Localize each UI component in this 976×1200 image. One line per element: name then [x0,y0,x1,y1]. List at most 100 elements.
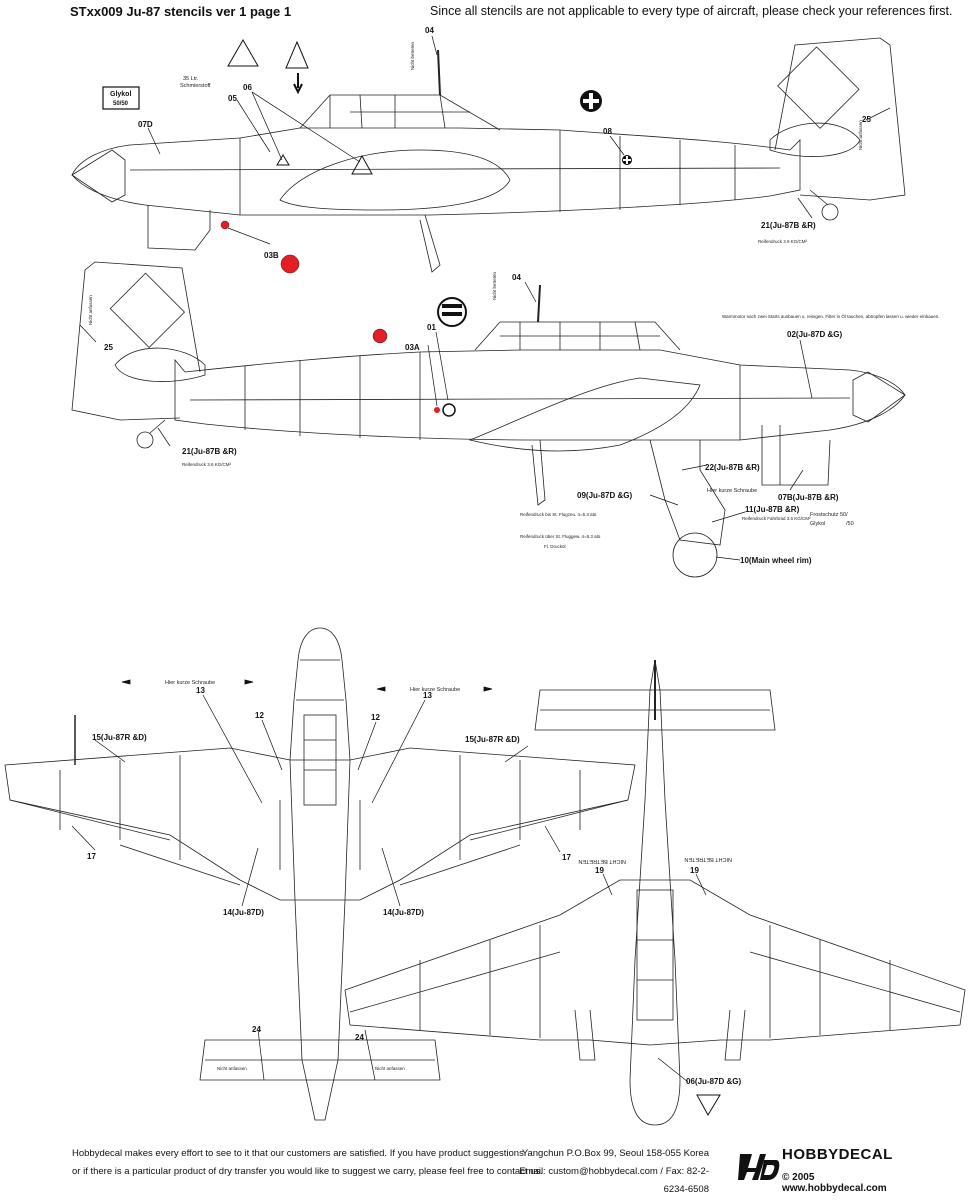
schmierstoff-text-1: 35 Ltr. [183,76,199,82]
label-21-top: 21(Ju-87B &R) [761,221,816,230]
fuel-filler-caps [372,297,467,417]
label-09: 09(Ju-87D &G) [577,491,632,500]
label-08: 08 [603,127,612,136]
hobbydecal-logo: HOBBYDECAL © 2005 www.hobbydecal.com [736,1146,906,1194]
side-view-top [71,37,906,273]
stabilizer [769,122,861,157]
label-12-left: 12 [255,711,264,720]
nicht-anfassen-bottom: Nicht anfassen [88,295,93,325]
label-24-left: 24 [252,1025,261,1034]
side-view-bottom [71,261,906,578]
label-06-top: 06 [243,83,252,92]
brand-copyright: © 2005 www.hobbydecal.com [782,1172,887,1194]
label-15-right: 15(Ju-87R &D) [465,735,520,744]
spinner-2 [852,371,906,423]
glykol-text-2: 50/50 [113,101,129,107]
warning-triangles [227,38,373,175]
warm-note: Warmmotor nach zwei Starts ausbauen u. r… [722,313,939,319]
label-07d: 07D [138,120,153,129]
label-05-top: 05 [228,94,237,103]
antenna-mast [437,49,441,96]
antenna-mast-2 [537,284,541,323]
nicht-anfassen-tail-r: Nicht anfassen [375,1066,405,1071]
footer-contact-note: Hobbydecal makes every effort to see to … [72,1145,543,1181]
nicht-anfassen-top: Nicht anfassen [858,120,863,150]
tail-fin-2 [71,261,201,421]
footer-line-1: Hobbydecal makes every effort to see to … [72,1148,524,1159]
fuselage-bottom [629,659,681,1126]
label-14-right: 14(Ju-87D) [383,908,424,917]
label-04-bottom: 04 [512,273,521,282]
spinner [71,149,126,203]
wing-underside [344,879,966,1046]
hier-kurze-arrows-top [121,679,493,692]
footer-email-fax: Email: custom@hobbydecal.com / Fax: 82-2… [519,1166,709,1195]
chin-radiator-2 [761,425,831,486]
label-13-left: 13 [196,686,205,695]
brand-name: HOBBYDECAL [782,1146,893,1163]
label-25-top: 25 [862,115,871,124]
hier-kurze-top-2: Hier kurze Schraube [410,687,460,693]
label-03b: 03B [264,251,279,260]
chin-radiator [147,205,211,251]
label-19-right: 19 [690,866,699,875]
footer-address: Yangchun P.O.Box 99, Seoul 158-055 Korea… [497,1145,709,1199]
callouts-side-top [147,35,891,245]
canopy-2 [474,321,681,351]
label-24-right: 24 [355,1033,364,1042]
callouts-side-bottom [79,281,813,561]
page-title: STxx009 Ju-87 stencils ver 1 page 1 [70,4,292,19]
header-note: Since all stencils are not applicable to… [430,4,953,18]
fuselage-outline [71,127,801,216]
label-03a: 03A [405,343,420,352]
fl-druckol: Fl. Drucköl [544,544,566,549]
footer-line-2: or if there is a particular product of d… [72,1166,543,1177]
stabilizer-2 [114,347,206,382]
wing-root [279,149,511,211]
reifendruck-fahrbrad: Reifendruck Fahrbrad 3.6 KG/CM² [742,516,811,521]
label-07b: 07B(Ju-87B &R) [778,493,839,502]
wing-planform [4,747,636,901]
nicht-betreten-bottom-l: NICHT BETRETEN [578,858,626,864]
top-view [4,627,636,1121]
label-06-underside: 06(Ju-87D &G) [686,1077,741,1086]
main-wheel [672,532,718,578]
nicht-betreten-bottom-r: NICHT BETRETEN [684,856,732,862]
label-12-right: 12 [371,713,380,722]
cockpit-top [303,714,337,806]
label-02: 02(Ju-87D &G) [787,330,842,339]
label-10: 10(Main wheel rim) [740,556,812,565]
stencil-diagram: Glykol 50/50 35 Ltr. Schmierstoff Nicht … [4,26,966,1126]
frostschutz: Frostschutz 50/ [810,512,848,518]
footer-postal: Yangchun P.O.Box 99, Seoul 158-055 Korea [521,1148,709,1159]
dive-brake [419,214,441,273]
tail-wheel-2 [136,431,154,449]
reifendruck-line-2: Reifendruck über St. Fluggew. 4=5.3 atü [520,534,601,539]
callouts-bottom-view [602,873,707,1083]
label-17-left: 17 [87,852,96,861]
reifendruck-small: Reifendruck 3.6 KG/CM² [182,462,232,467]
label-25-bottom: 25 [104,343,113,352]
label-21-bottom: 21(Ju-87B &R) [182,447,237,456]
nicht-betreten-bottom: Nicht betreten [492,271,497,300]
label-01: 01 [427,323,436,332]
hd-logo-icon [738,1154,780,1180]
label-15-left: 15(Ju-87R &D) [92,733,147,742]
tailplane-top [199,1039,441,1081]
tail-wheel [821,203,839,221]
fuselage-top [289,627,351,1121]
reifendruck-line-1: Reifendruck bis St. Flugzeu. 4=5.3 atü [520,512,597,517]
tailplane-bottom [534,689,776,731]
fuel-red-disc-small [220,220,230,230]
reifendruck-top: Reifendruck 3.6 KG/CM² [758,239,808,244]
hier-kurze-top-1: Hier kurze Schraube [165,680,215,686]
fin-cross-panel [777,46,860,129]
nicht-betreten-top: Nicht betreten [410,41,415,70]
down-arrow-icon [293,73,303,95]
callouts-top-view [71,694,561,1081]
hier-kurze-side: Hier kurze Schraube [707,488,757,494]
canopy [299,94,501,131]
fuselage-outline-2 [174,349,906,441]
schmierstoff-text-2: Schmierstoff [180,83,211,89]
slash50-side: /50 [846,521,854,527]
